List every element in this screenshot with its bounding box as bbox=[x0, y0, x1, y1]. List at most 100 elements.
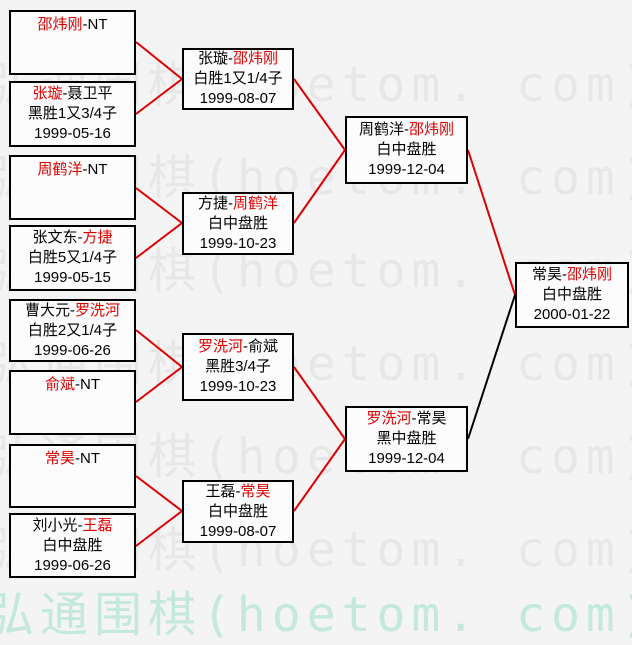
match-date: 1999-10-23 bbox=[199, 234, 277, 252]
match-players: 张文东-方捷 bbox=[13, 228, 132, 248]
players-separator: - bbox=[228, 194, 233, 212]
players-separator: - bbox=[77, 229, 83, 246]
players-separator: - bbox=[411, 410, 417, 427]
match-box-round1-2: 张璇-聂卫平 黑胜1又3/4子 1999-05-16 bbox=[9, 81, 136, 147]
connector-line bbox=[293, 149, 346, 224]
match-box-round2-3: 罗洗河-俞斌 黑胜3/4子 1999-10-23 bbox=[182, 333, 294, 401]
player1-name: 张璇 bbox=[197, 50, 228, 67]
match-players: 周鹤洋-NT bbox=[13, 160, 132, 180]
match-date: 1999-08-07 bbox=[199, 90, 277, 107]
match-result: 白胜2又1/4子 bbox=[27, 321, 118, 339]
player1-name: 常昊 bbox=[531, 266, 562, 283]
player2-name: NT bbox=[87, 161, 108, 178]
connector-line bbox=[135, 366, 183, 403]
player2-name: 常昊 bbox=[416, 410, 447, 427]
connector-line bbox=[135, 222, 183, 259]
match-box-semifinal-1: 周鹤洋-邵炜刚 白中盘胜 1999-12-04 bbox=[345, 116, 468, 184]
player2-name: 邵炜刚 bbox=[233, 50, 279, 67]
players-separator: - bbox=[70, 301, 75, 319]
players-separator: - bbox=[77, 516, 83, 534]
player2-name: 邵炜刚 bbox=[567, 266, 613, 283]
match-date: 1999-05-16 bbox=[34, 125, 111, 142]
player1-name: 常昊 bbox=[44, 450, 75, 467]
match-date: 1999-10-23 bbox=[199, 378, 277, 395]
connector-line bbox=[467, 294, 516, 440]
player1-name: 张璇 bbox=[32, 85, 63, 102]
match-box-final: 常昊-邵炜刚 白中盘胜 2000-01-22 bbox=[515, 262, 629, 328]
connector-line bbox=[293, 438, 346, 512]
player1-name: 曹大元 bbox=[24, 301, 70, 319]
connector-line bbox=[293, 78, 346, 151]
player1-name: 周鹤洋 bbox=[37, 161, 83, 178]
match-result: 白胜5又1/4子 bbox=[27, 249, 118, 266]
connector-line bbox=[135, 78, 183, 115]
match-result: 白中盘胜 bbox=[42, 536, 103, 554]
connector-line bbox=[135, 187, 183, 224]
match-players: 常昊-邵炜刚 bbox=[519, 265, 625, 285]
match-date: 1999-08-07 bbox=[199, 522, 277, 540]
player1-name: 张文东 bbox=[32, 229, 78, 246]
match-result: 白中盘胜 bbox=[207, 214, 268, 232]
match-result: 黑中盘胜 bbox=[376, 430, 437, 447]
match-players: 常昊-NT bbox=[13, 449, 132, 469]
match-box-round1-6: 俞斌-NT bbox=[9, 370, 136, 435]
players-separator: - bbox=[62, 85, 68, 102]
player1-name: 方捷 bbox=[197, 194, 228, 212]
players-separator: - bbox=[228, 50, 233, 67]
match-players: 方捷-周鹤洋 bbox=[186, 194, 290, 214]
players-separator: - bbox=[235, 482, 241, 500]
match-date: 1999-06-26 bbox=[34, 341, 111, 359]
match-result: 黑胜3/4子 bbox=[205, 358, 271, 375]
match-box-round1-7: 常昊-NT bbox=[9, 444, 136, 508]
match-players: 王磊-常昊 bbox=[186, 482, 290, 502]
player2-name: 俞斌 bbox=[248, 338, 279, 355]
match-players: 周鹤洋-邵炜刚 bbox=[349, 120, 464, 140]
match-result: 白胜1又1/4子 bbox=[193, 70, 283, 87]
player1-name: 周鹤洋 bbox=[358, 121, 404, 138]
player1-name: 邵炜刚 bbox=[37, 16, 83, 33]
players-separator: - bbox=[243, 338, 248, 355]
player2-name: 邵炜刚 bbox=[409, 121, 455, 138]
match-box-round2-2: 方捷-周鹤洋 白中盘胜 1999-10-23 bbox=[182, 192, 294, 255]
players-separator: - bbox=[75, 450, 80, 467]
match-players: 曹大元-罗洗河 bbox=[13, 301, 132, 321]
match-players: 张璇-聂卫平 bbox=[13, 84, 132, 104]
match-date: 1999-06-26 bbox=[34, 556, 111, 574]
match-date: 1999-12-04 bbox=[368, 161, 445, 178]
player2-name: NT bbox=[80, 450, 100, 467]
match-players: 邵炜刚-NT bbox=[13, 15, 132, 35]
match-players: 罗洗河-俞斌 bbox=[186, 337, 290, 357]
player1-name: 俞斌 bbox=[44, 376, 75, 393]
match-result: 白中盘胜 bbox=[207, 502, 268, 520]
player1-name: 罗洗河 bbox=[366, 410, 412, 427]
connector-line bbox=[135, 510, 183, 547]
match-box-round2-1: 张璇-邵炜刚 白胜1又1/4子 1999-08-07 bbox=[182, 48, 294, 110]
match-box-round1-8: 刘小光-王磊 白中盘胜 1999-06-26 bbox=[9, 513, 136, 578]
match-box-semifinal-2: 罗洗河-常昊 黑中盘胜 1999-12-04 bbox=[345, 406, 468, 472]
connector-line bbox=[467, 149, 516, 296]
match-players: 张璇-邵炜刚 bbox=[186, 49, 290, 69]
match-date: 1999-12-04 bbox=[368, 450, 445, 467]
match-box-round1-4: 张文东-方捷 白胜5又1/4子 1999-05-15 bbox=[9, 225, 136, 291]
match-box-round1-3: 周鹤洋-NT bbox=[9, 155, 136, 220]
match-date: 2000-01-22 bbox=[533, 306, 611, 323]
player2-name: 周鹤洋 bbox=[233, 194, 279, 212]
match-players: 罗洗河-常昊 bbox=[349, 409, 464, 429]
player2-name: 方捷 bbox=[82, 229, 113, 246]
match-date: 1999-05-15 bbox=[34, 269, 111, 286]
players-separator: - bbox=[562, 266, 567, 283]
match-result: 白中盘胜 bbox=[376, 141, 437, 158]
player2-name: 罗洗河 bbox=[75, 301, 121, 319]
match-players: 俞斌-NT bbox=[13, 375, 132, 395]
players-separator: - bbox=[404, 121, 409, 138]
player2-name: 聂卫平 bbox=[67, 85, 113, 102]
player2-name: NT bbox=[87, 16, 108, 33]
bracket-connectors bbox=[135, 41, 516, 547]
match-box-round1-1: 邵炜刚-NT bbox=[9, 10, 136, 75]
connector-line bbox=[135, 41, 183, 80]
player2-name: NT bbox=[80, 376, 100, 393]
player1-name: 刘小光 bbox=[32, 516, 78, 534]
match-box-round1-5: 曹大元-罗洗河 白胜2又1/4子 1999-06-26 bbox=[9, 299, 136, 362]
connector-line bbox=[135, 475, 183, 512]
match-result: 白中盘胜 bbox=[541, 286, 602, 303]
